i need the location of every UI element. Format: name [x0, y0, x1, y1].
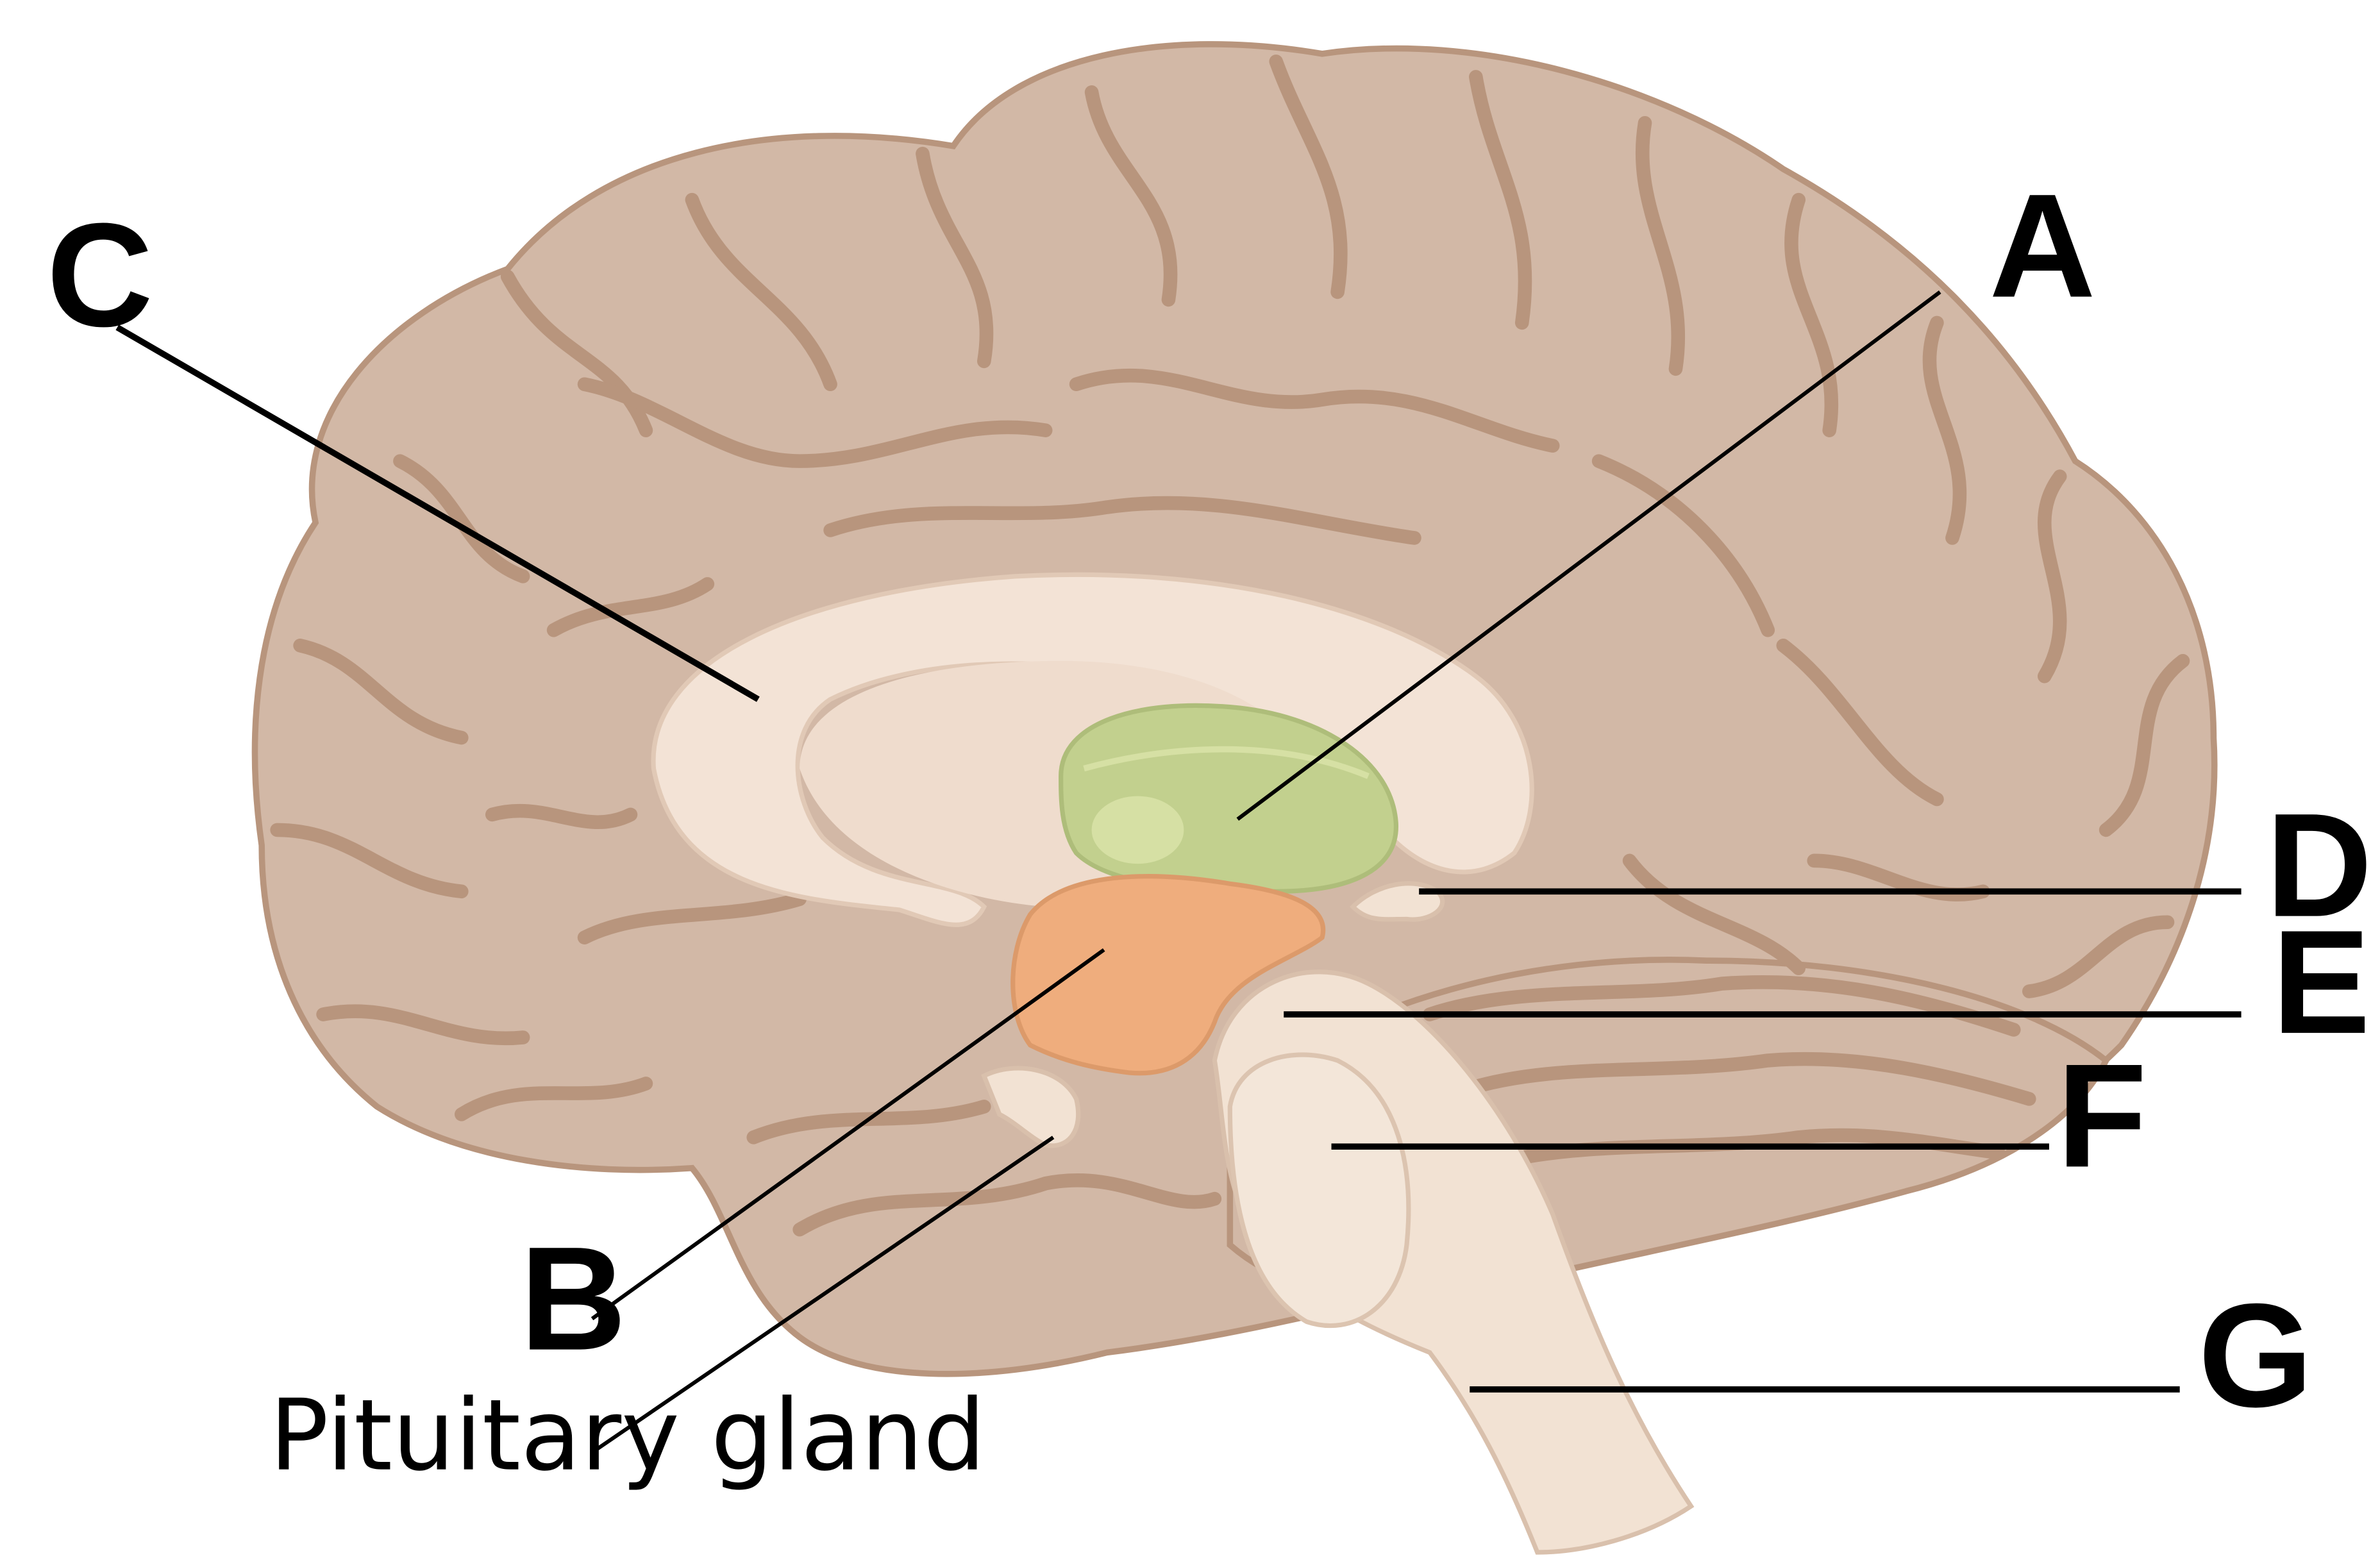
label-e: E: [2272, 900, 2370, 1064]
pituitary-stalk: [981, 1066, 1081, 1148]
leader-line-pituitary: [591, 1136, 1055, 1454]
leader-line-a: [1236, 290, 1941, 821]
thalamus-highlight: [1091, 796, 1184, 864]
label-a: A: [1989, 164, 2095, 328]
label-b: B: [520, 1216, 626, 1381]
leader-line-c: [115, 324, 760, 702]
hypothalamus: [1010, 874, 1326, 1076]
label-c: C: [47, 192, 153, 357]
label-f: F: [2057, 1033, 2147, 1198]
label-pituitary-gland: Pituitary gland: [269, 1379, 985, 1493]
label-d: D: [2266, 783, 2372, 948]
leader-line-b: [591, 948, 1105, 1321]
thalamus-stria: [1083, 746, 1370, 779]
label-g: G: [2198, 1273, 2313, 1438]
pons-bulge: [1227, 1052, 1411, 1329]
